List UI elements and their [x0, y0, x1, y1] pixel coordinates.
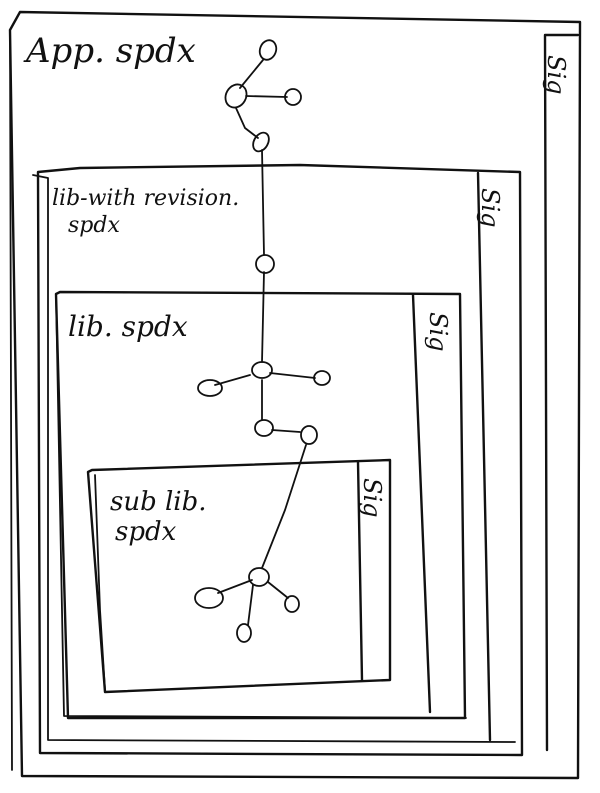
- graph-edge: [247, 584, 254, 626]
- lib-with-revision-signature-column: [476, 171, 492, 742]
- graph-node: [300, 425, 318, 445]
- sublib-title-line1: sub lib.: [110, 487, 207, 517]
- graph-edge: [261, 271, 265, 363]
- graph-node: [224, 83, 248, 109]
- graph-node: [255, 254, 275, 274]
- app-signature-column: [543, 33, 580, 752]
- sublib-signature-column: [356, 460, 364, 682]
- sublib-box-left-edge: [94, 474, 106, 691]
- element-graph: [194, 39, 331, 643]
- graph-edge: [217, 579, 253, 594]
- lib-with-revision-title-line2: spdx: [68, 213, 120, 238]
- graph-node: [248, 567, 270, 587]
- graph-node: [254, 419, 274, 437]
- graph-node: [194, 587, 224, 609]
- graph-edge: [271, 429, 301, 433]
- graph-node: [258, 39, 278, 61]
- app-signature-label: Sig: [542, 55, 570, 94]
- lib-with-revision-title-line1: lib-with revision.: [52, 186, 239, 211]
- graph-node: [313, 370, 331, 386]
- graph-node: [284, 88, 302, 106]
- sublib-title-line2: spdx: [115, 517, 177, 547]
- app-document-box: App. spdx Sig: [8, 10, 582, 780]
- graph-edge: [235, 107, 259, 139]
- lib-signature-label: Sig: [424, 312, 452, 351]
- lib-with-revision-signature-label: Sig: [476, 188, 504, 227]
- graph-edge: [245, 95, 288, 98]
- graph-node: [284, 595, 300, 613]
- lib-with-revision-box-outline: [36, 163, 524, 757]
- lib-signature-column: [411, 293, 432, 714]
- lib-document-box: lib. spdx Sig: [54, 290, 467, 720]
- graph-edge: [269, 372, 316, 379]
- app-title: App. spdx: [23, 31, 196, 71]
- lib-with-revision-box-inner-edge: [32, 174, 516, 743]
- lib-box-left-edge: [55, 293, 467, 719]
- graph-node: [197, 379, 223, 397]
- graph-node: [251, 361, 273, 379]
- sublib-document-box: sub lib. spdx Sig: [86, 458, 392, 694]
- lib-title: lib. spdx: [68, 310, 188, 343]
- graph-edge: [261, 444, 307, 569]
- app-box-outline: [8, 10, 582, 780]
- lib-with-revision-document-box: lib-with revision. spdx Sig: [32, 163, 524, 757]
- sublib-signature-label: Sig: [358, 478, 386, 517]
- app-box-left-edge: [9, 29, 13, 771]
- graph-edge: [267, 581, 289, 599]
- graph-node: [252, 131, 270, 153]
- graph-edge: [261, 149, 265, 256]
- graph-edge: [239, 59, 264, 89]
- graph-node: [236, 623, 252, 643]
- lib-box-outline: [54, 290, 467, 720]
